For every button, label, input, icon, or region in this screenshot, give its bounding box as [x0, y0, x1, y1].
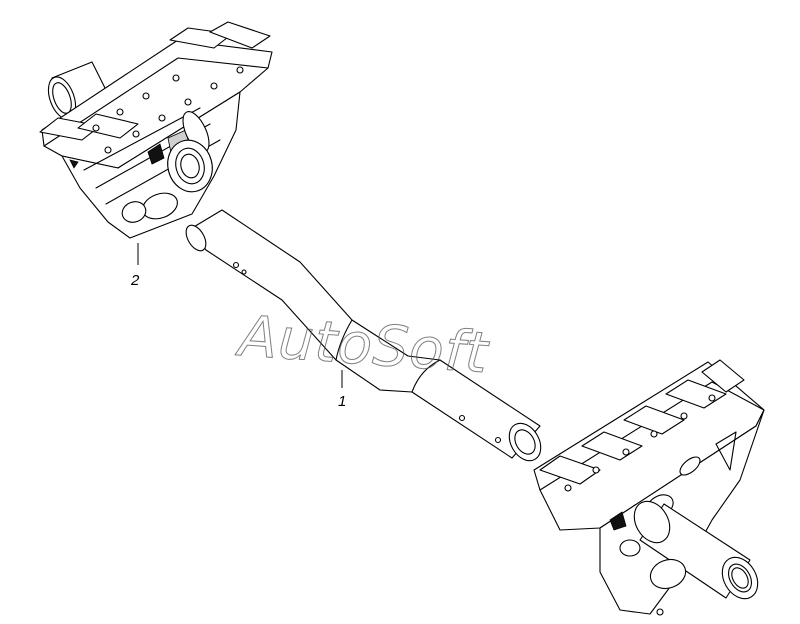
callout-1: 1	[338, 370, 346, 410]
bracket-left-part-2	[39, 21, 273, 239]
bolt-holes-right	[564, 394, 716, 616]
callout-2-label: 2	[130, 272, 140, 289]
callout-2: 2	[130, 243, 140, 289]
watermark-text: AutoSoft	[234, 304, 491, 387]
axle-tube-part-1	[185, 209, 542, 462]
bracket-right	[533, 359, 765, 616]
bolt-holes-left	[92, 66, 244, 154]
callout-1-label: 1	[338, 393, 346, 410]
